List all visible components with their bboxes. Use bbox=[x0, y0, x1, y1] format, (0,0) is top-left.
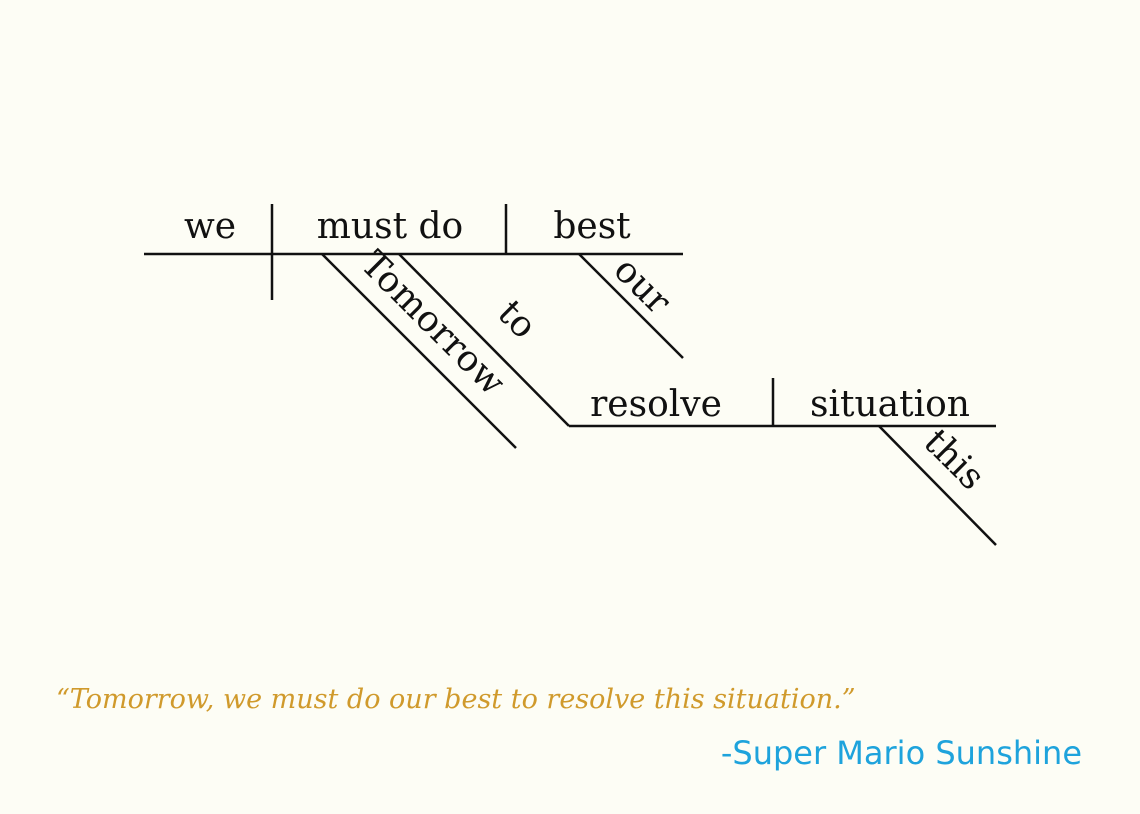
verb-word: must do bbox=[317, 206, 463, 247]
modifier-line-tomorrow bbox=[321, 253, 517, 449]
preposition-line-to bbox=[398, 253, 570, 427]
infinitive-verb-word: resolve bbox=[590, 384, 722, 425]
modifier-word-this: this bbox=[916, 421, 993, 498]
infinitive-object-word: situation bbox=[810, 384, 970, 425]
quote-attribution: -Super Mario Sunshine bbox=[720, 734, 1082, 772]
quote-text: “Tomorrow, we must do our best to resolv… bbox=[56, 684, 856, 715]
subject-word: we bbox=[184, 206, 236, 247]
modifier-word-tomorrow: Tomorrow bbox=[353, 243, 513, 403]
preposition-word-to: to bbox=[490, 292, 545, 347]
object-word: best bbox=[553, 206, 631, 247]
modifier-line-our bbox=[578, 253, 684, 359]
modifier-word-our: our bbox=[606, 249, 679, 322]
modifier-line-this bbox=[878, 425, 997, 546]
